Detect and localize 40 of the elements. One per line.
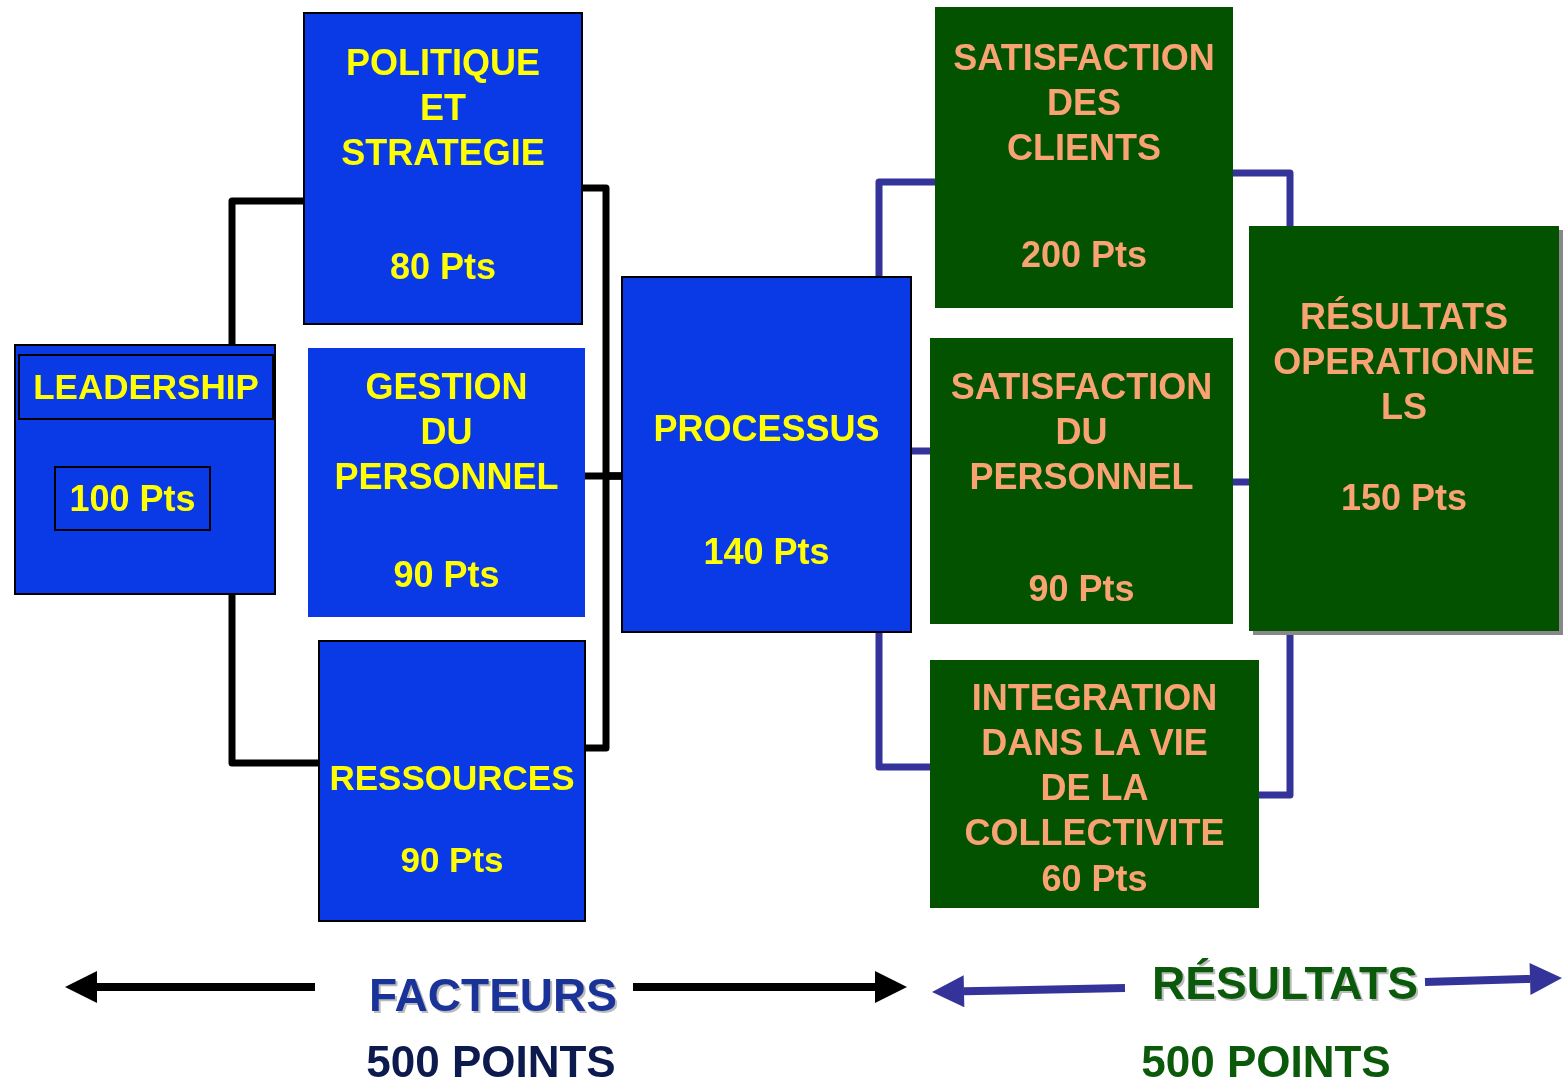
points-value: 140 Pts [702, 530, 831, 574]
connector-line [586, 472, 621, 752]
criterion-title: INTEGRATION DANS LA VIE DE LA COLLECTIVITE [963, 676, 1226, 855]
connector-line [875, 178, 935, 276]
criterion-title: POLITIQUE ET STRATEGIE [340, 41, 546, 175]
connector-line [912, 447, 930, 455]
criterion-box [54, 466, 211, 531]
criterion-title: SATISFACTION DU PERSONNEL [949, 365, 1214, 499]
criterion-box [303, 12, 583, 325]
points-value: 80 Pts [388, 245, 498, 289]
points-value: 200 Pts [1019, 233, 1149, 277]
criterion-box [935, 7, 1233, 308]
points-value: 90 Pts [392, 553, 501, 597]
group-heading: RÉSULTATS [1152, 958, 1418, 1009]
points-total: 500 POINTS [1141, 1038, 1391, 1087]
criterion-box [318, 640, 586, 922]
criterion-box [930, 338, 1233, 624]
criterion-box [930, 660, 1259, 908]
criterion-box [308, 348, 585, 617]
points-value: 90 Pts [1027, 567, 1136, 611]
points-value: 60 Pts [1040, 857, 1149, 901]
criterion-title: LEADERSHIP [32, 366, 260, 408]
criterion-title: 100 Pts [68, 477, 197, 521]
connector-line [1233, 478, 1249, 486]
points-value: 150 Pts [1339, 476, 1469, 520]
criterion-title: RÉSULTATS OPERATIONNE LS [1272, 295, 1536, 429]
criterion-box [14, 344, 276, 595]
points-value: 90 Pts [399, 839, 505, 881]
connector-line [228, 197, 303, 344]
criterion-box [621, 276, 912, 633]
criterion-box [18, 354, 274, 420]
group-heading: FACTEURS [369, 970, 617, 1021]
criterion-title: RESSOURCES [328, 757, 576, 799]
connector-line [875, 633, 930, 771]
criterion-title: GESTION DU PERSONNEL [333, 365, 560, 499]
connector-line [1233, 169, 1294, 226]
connector-line [228, 595, 318, 767]
criterion-title: SATISFACTION DES CLIENTS [952, 36, 1216, 170]
points-total: 500 POINTS [366, 1038, 616, 1087]
criterion-title: PROCESSUS [652, 407, 881, 451]
